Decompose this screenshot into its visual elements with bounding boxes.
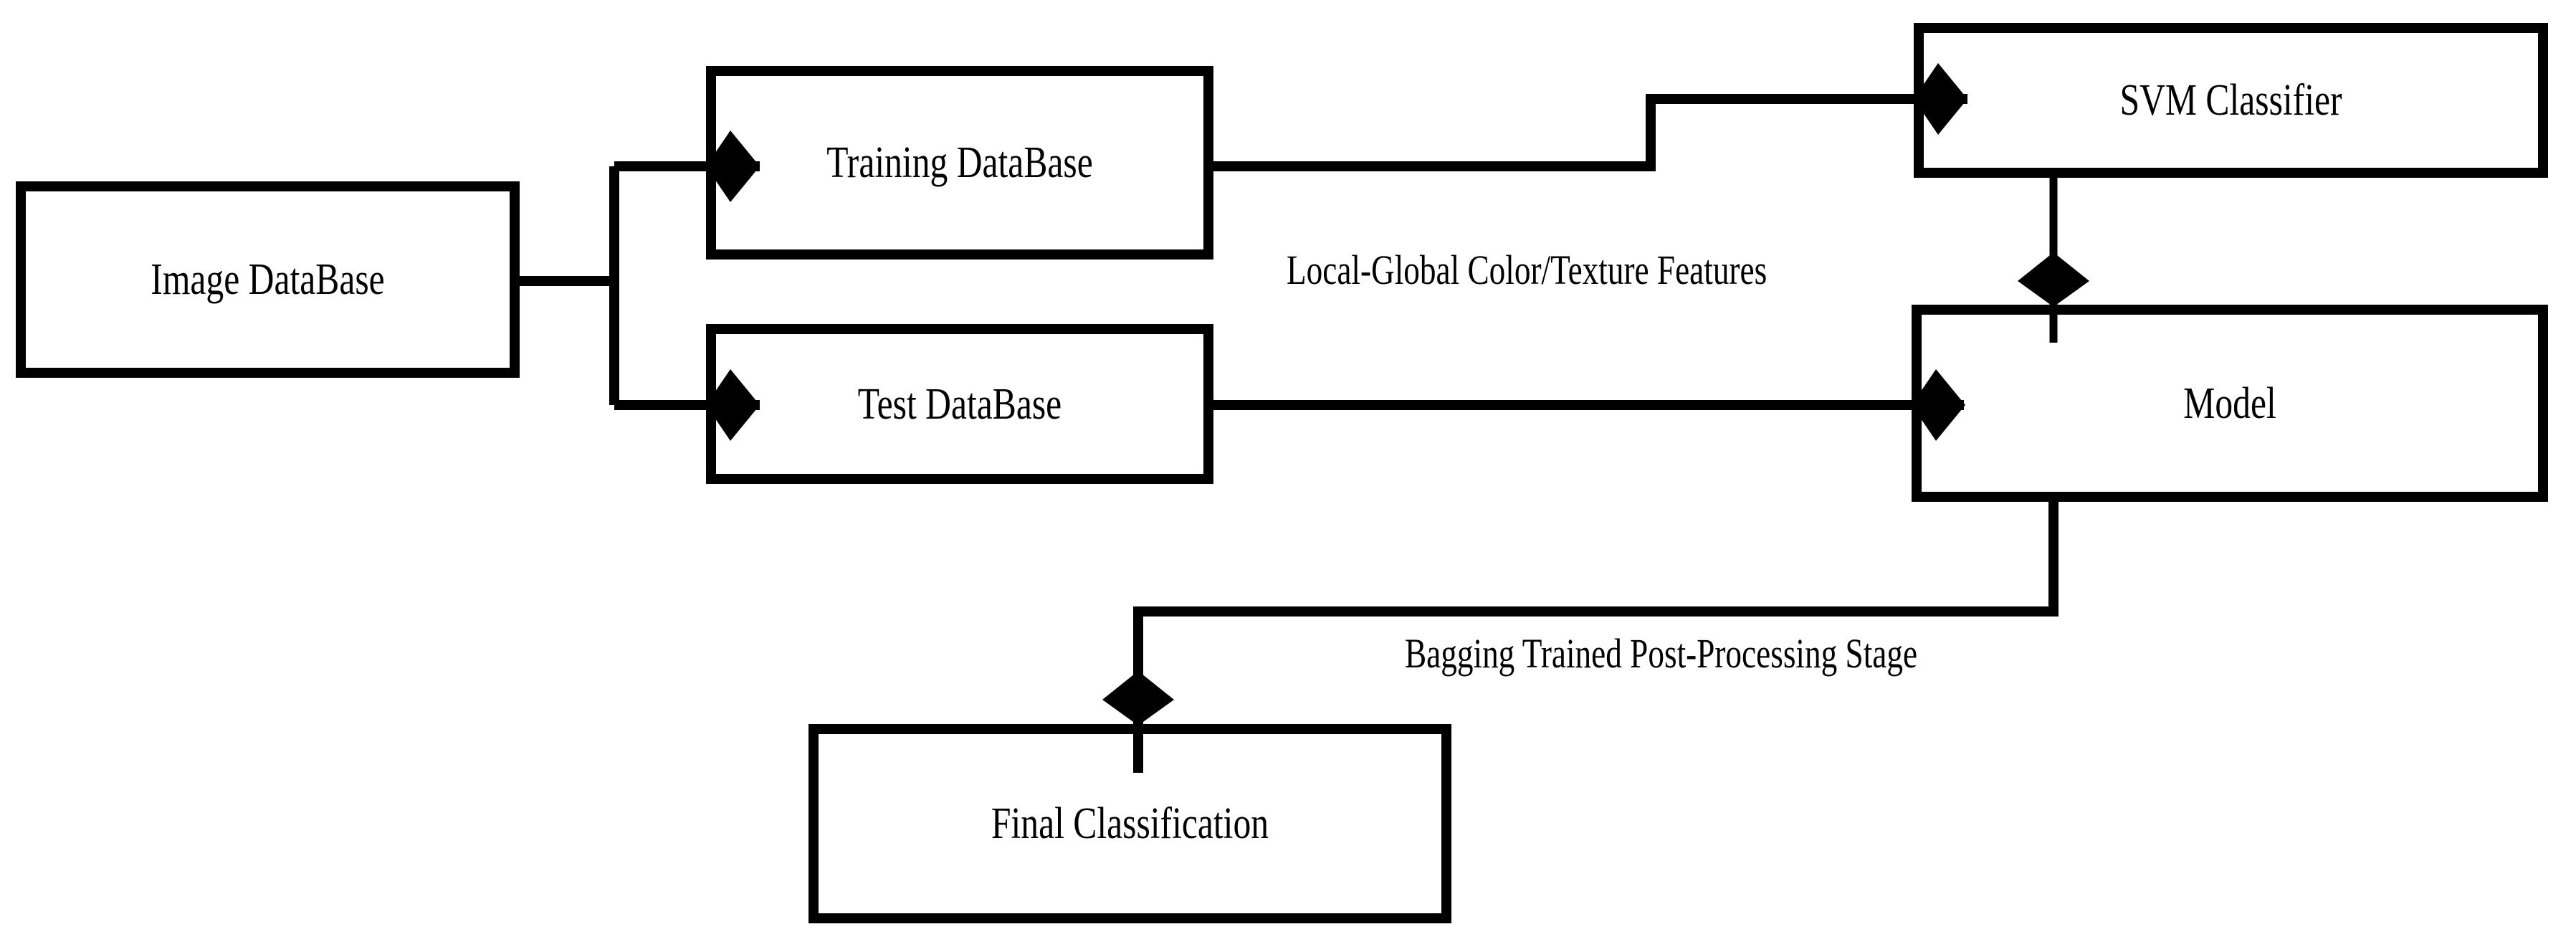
node-box-training-database bbox=[706, 66, 1213, 260]
node-image-database[interactable] bbox=[16, 181, 520, 378]
arrowhead-into-test-database bbox=[706, 369, 760, 441]
node-svm-classifier[interactable] bbox=[1914, 23, 2548, 178]
node-box-image-database bbox=[16, 181, 520, 378]
arrowhead-into-model-from-svm bbox=[2018, 252, 2089, 307]
arrowhead-into-final-classification bbox=[1102, 671, 1174, 725]
node-final-classification[interactable] bbox=[808, 724, 1451, 923]
node-box-test-database bbox=[706, 324, 1213, 484]
node-box-model bbox=[1912, 305, 2548, 502]
edge-training-to-svm bbox=[1213, 94, 1967, 171]
arrowhead-training-tip bbox=[706, 130, 760, 202]
arrowheads bbox=[706, 63, 2089, 725]
arrowhead-into-svm-classifier bbox=[1914, 63, 1967, 135]
node-box-svm-classifier bbox=[1914, 23, 2548, 178]
node-test-database[interactable] bbox=[706, 324, 1213, 484]
node-training-database[interactable] bbox=[706, 66, 1213, 260]
node-model[interactable] bbox=[1912, 305, 2548, 502]
node-box-final-classification bbox=[808, 724, 1451, 923]
arrowhead-into-model-from-test bbox=[1912, 369, 1965, 441]
